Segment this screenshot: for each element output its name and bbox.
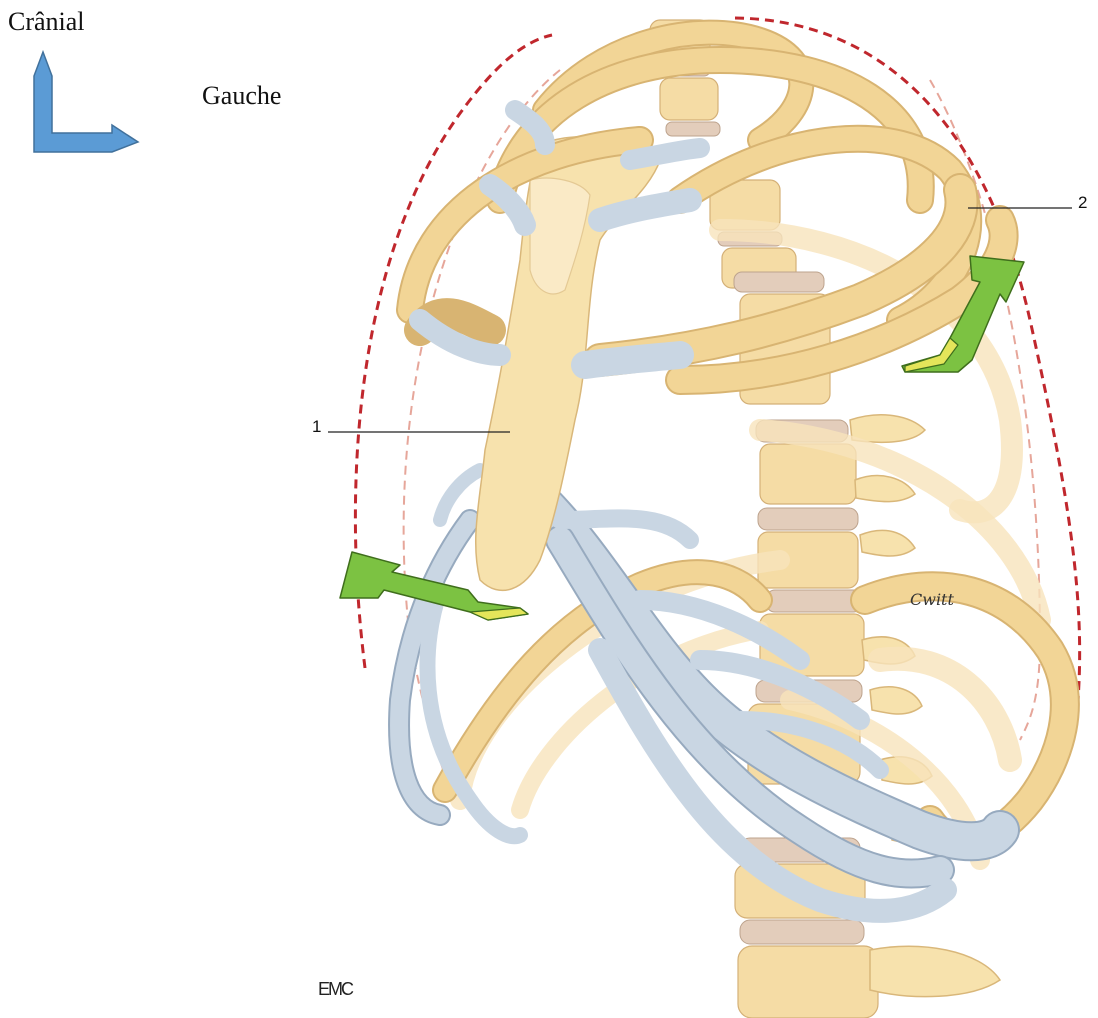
artist-signature: Cwitt (910, 590, 954, 609)
cranial-direction-label: Crânial (8, 7, 85, 36)
publisher-mark: EMC (318, 979, 354, 999)
label-1: 1 (312, 417, 321, 436)
label-2: 2 (1078, 193, 1087, 212)
label-1-callout: 1 (312, 417, 510, 436)
label-2-callout: 2 (968, 193, 1087, 212)
orientation-arrow-icon (34, 52, 138, 152)
left-direction-label: Gauche (202, 81, 281, 110)
orientation-indicator: Crânial Gauche (8, 7, 281, 152)
